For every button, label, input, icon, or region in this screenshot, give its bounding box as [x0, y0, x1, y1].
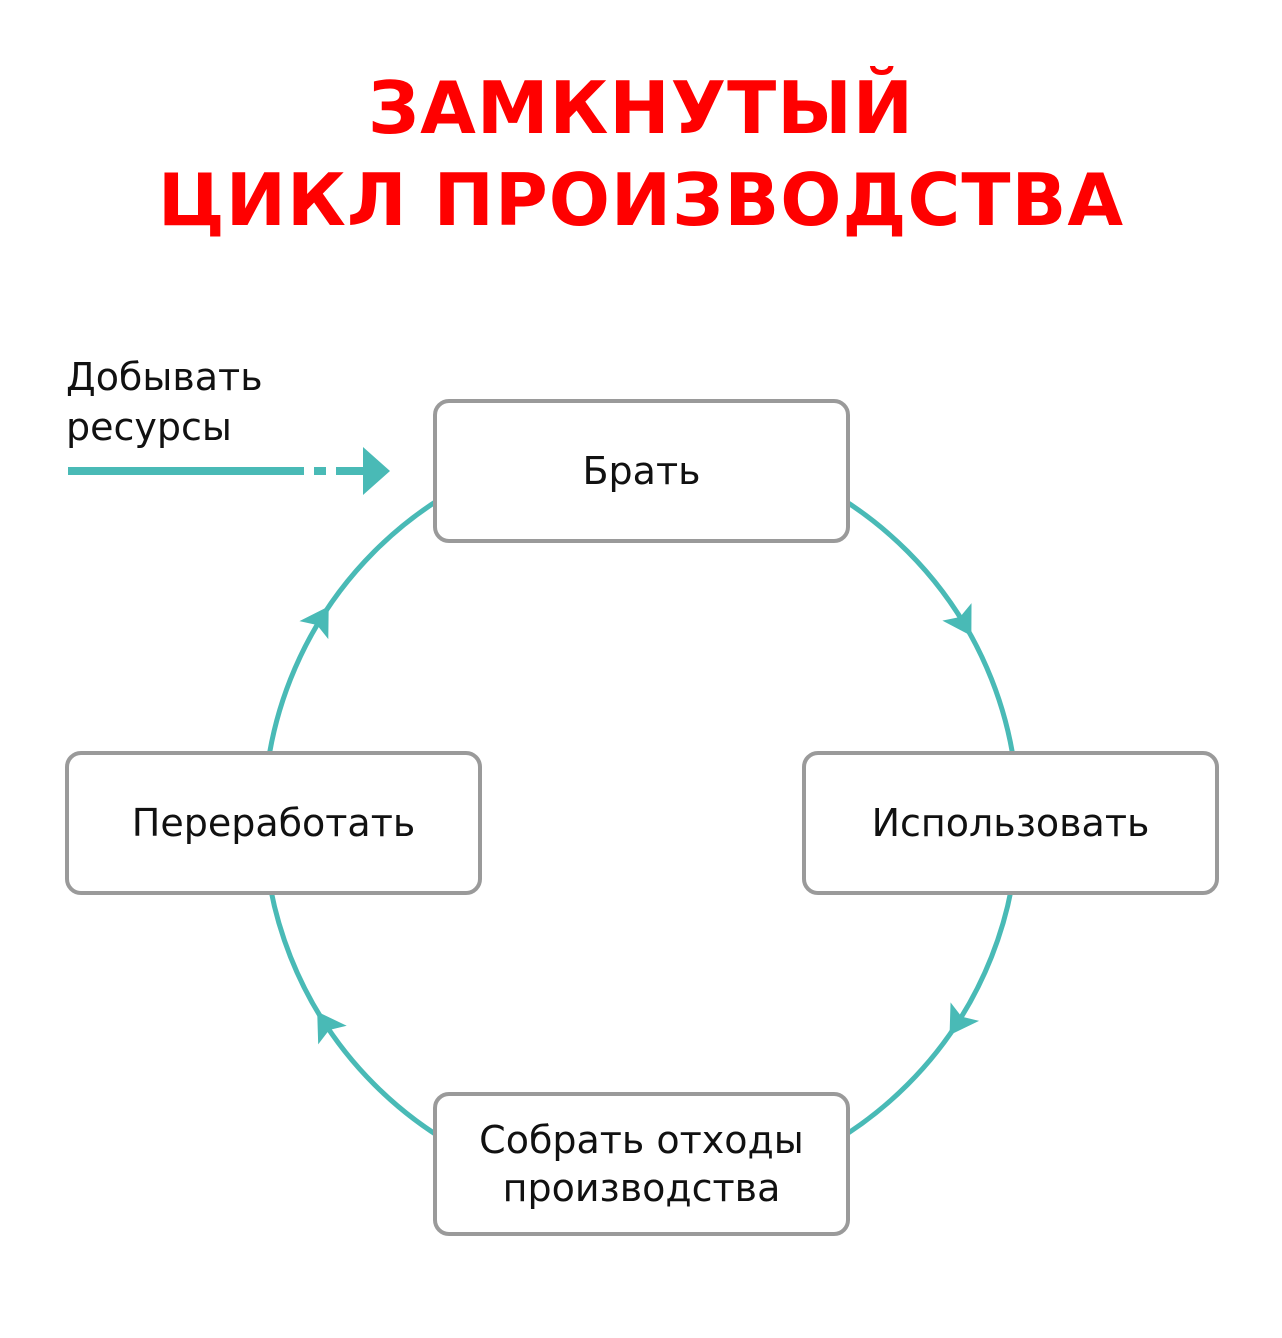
- input-arrowhead-icon: [363, 447, 390, 495]
- cycle-arrowhead-icon: [949, 1002, 980, 1036]
- cycle-arrowhead-icon: [299, 606, 329, 640]
- title-line-2: ЦИКЛ ПРОИЗВОДСТВА: [157, 158, 1125, 242]
- node-use: Использовать: [802, 751, 1219, 895]
- node-take-label: Брать: [582, 449, 701, 493]
- source-label-line-1: Добывать: [66, 355, 263, 399]
- node-collect-label-1: Собрать отходы: [479, 1118, 804, 1162]
- node-collect-label-2: производства: [502, 1166, 781, 1210]
- node-recycle-label: Переработать: [131, 801, 416, 845]
- title-line-1: ЗАМКНУТЫЙ: [367, 66, 915, 150]
- cycle-arrowhead-icon: [317, 1011, 347, 1045]
- node-take: Брать: [433, 399, 850, 543]
- source-label-line-2: ресурсы: [66, 405, 232, 449]
- source-label: Добывать ресурсы: [66, 352, 263, 452]
- cycle-arrowhead-icon: [942, 603, 972, 636]
- node-use-label: Использовать: [871, 801, 1150, 845]
- diagram-title: ЗАМКНУТЫЙ ЦИКЛ ПРОИЗВОДСТВА: [0, 62, 1282, 246]
- node-recycle: Переработать: [65, 751, 482, 895]
